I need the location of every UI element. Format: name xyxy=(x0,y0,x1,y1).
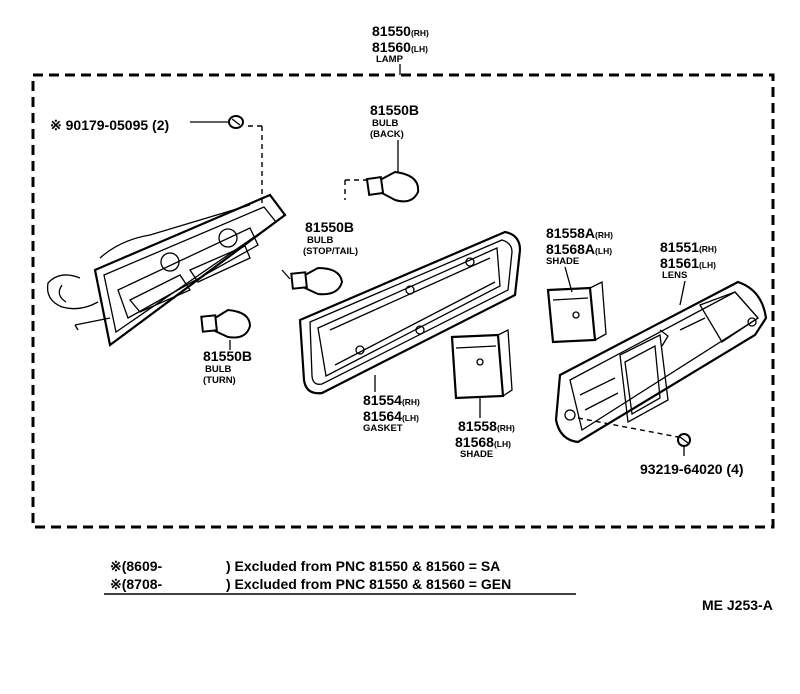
svg-text:81558A(RH): 81558A(RH) xyxy=(546,225,613,241)
bulb-back-label: 81550B BULB (BACK) xyxy=(370,102,419,172)
figure-code: ME J253-A xyxy=(702,597,773,613)
svg-text:81550B: 81550B xyxy=(203,348,252,364)
svg-text:81550B: 81550B xyxy=(370,102,419,118)
lens-icon xyxy=(554,280,768,444)
footnote-1: ※(8609- ) Excluded from PNC 81550 & 8156… xyxy=(110,558,500,574)
svg-text:SHADE: SHADE xyxy=(546,256,579,267)
svg-text:81550B: 81550B xyxy=(305,219,354,235)
bulb-turn-icon xyxy=(200,308,252,350)
lens-screw-icon xyxy=(577,417,691,456)
lamp-housing-icon xyxy=(46,193,287,347)
svg-text:) Excluded from PNC 81550 & 81: ) Excluded from PNC 81550 & 81560 = GEN xyxy=(226,576,511,592)
shade-icon xyxy=(450,328,513,418)
footnote-2: ※(8708- ) Excluded from PNC 81550 & 8156… xyxy=(104,576,576,595)
svg-text:※(8708-: ※(8708- xyxy=(110,576,163,592)
svg-text:81568A(LH): 81568A(LH) xyxy=(546,241,612,257)
svg-text:SHADE: SHADE xyxy=(460,449,493,460)
shade-a-label: 81558A(RH) 81568A(LH) SHADE xyxy=(546,225,613,293)
shade-a-icon xyxy=(546,280,607,344)
svg-text:※ 90179-05095 (2): ※ 90179-05095 (2) xyxy=(50,117,169,133)
lens-screw-label: 93219-64020 (4) xyxy=(640,461,744,477)
bulb-turn-label: 81550B BULB (TURN) xyxy=(203,348,252,386)
svg-text:81561(LH): 81561(LH) xyxy=(660,255,716,271)
svg-text:※(8609-: ※(8609- xyxy=(110,558,163,574)
svg-text:BULB: BULB xyxy=(372,118,399,129)
svg-text:81564(LH): 81564(LH) xyxy=(363,408,419,424)
lamp-label: 81550(RH) 81560(LH) LAMP xyxy=(372,23,429,75)
svg-text:81558(RH): 81558(RH) xyxy=(458,418,515,434)
svg-text:LAMP: LAMP xyxy=(376,54,404,65)
svg-text:(TURN): (TURN) xyxy=(203,375,236,386)
lens-label: 81551(RH) 81561(LH) LENS xyxy=(660,239,717,306)
svg-text:81560(LH): 81560(LH) xyxy=(372,39,428,55)
gasket-icon xyxy=(298,230,522,395)
bulb-stop-tail-icon xyxy=(281,266,344,296)
svg-text:) Excluded from PNC 81550 & 81: ) Excluded from PNC 81550 & 81560 = SA xyxy=(226,558,500,574)
bulb-stop-tail-label: 81550B BULB (STOP/TAIL) xyxy=(303,219,358,257)
svg-text:93219-64020 (4): 93219-64020 (4) xyxy=(640,461,744,477)
shade-label: 81558(RH) 81568(LH) SHADE xyxy=(455,418,515,460)
svg-text:(BACK): (BACK) xyxy=(370,129,404,140)
bulb-back-icon xyxy=(344,170,420,203)
screw-label: ※ 90179-05095 (2) xyxy=(50,117,228,133)
svg-text:(STOP/TAIL): (STOP/TAIL) xyxy=(303,246,358,257)
svg-text:BULB: BULB xyxy=(205,364,232,375)
gasket-label: 81554(RH) 81564(LH) GASKET xyxy=(363,392,420,434)
svg-text:81568(LH): 81568(LH) xyxy=(455,434,511,450)
svg-text:BULB: BULB xyxy=(307,235,334,246)
svg-text:GASKET: GASKET xyxy=(363,423,403,434)
svg-text:81550(RH): 81550(RH) xyxy=(372,23,429,39)
svg-text:LENS: LENS xyxy=(662,270,687,281)
screw-icon xyxy=(228,115,263,205)
svg-text:81551(RH): 81551(RH) xyxy=(660,239,717,255)
assembly-frame xyxy=(31,73,775,529)
svg-text:81554(RH): 81554(RH) xyxy=(363,392,420,408)
